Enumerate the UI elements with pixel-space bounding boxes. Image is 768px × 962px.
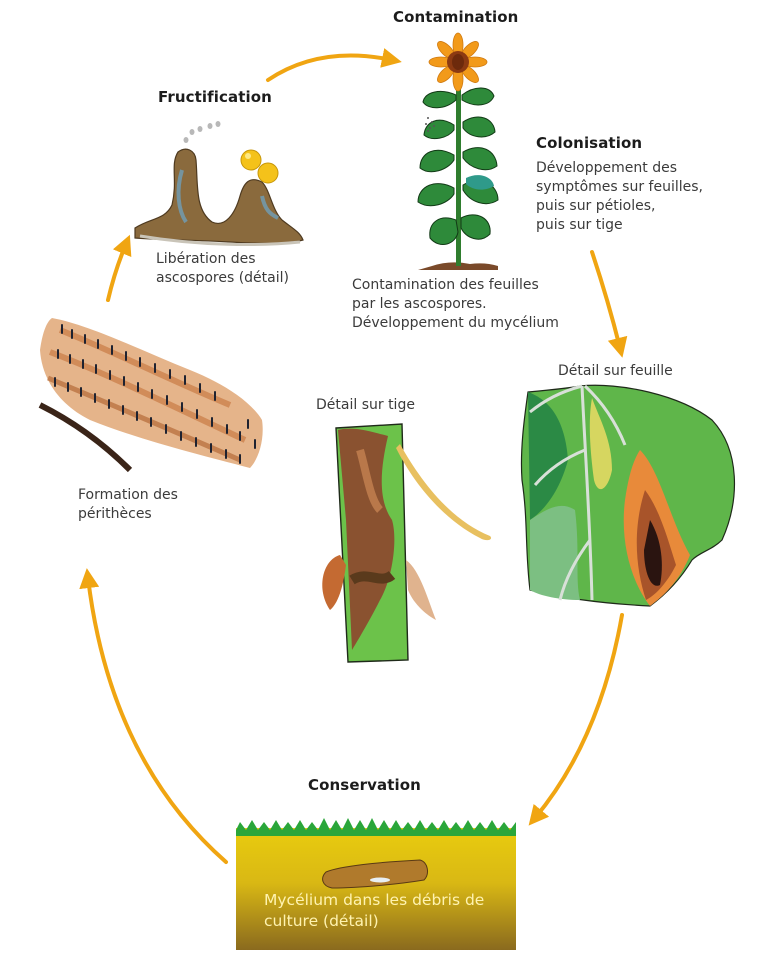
caption-line: Mycélium dans les débris de bbox=[264, 891, 485, 909]
caption-line: périthèces bbox=[78, 506, 152, 522]
caption-line: Développement des bbox=[536, 160, 677, 176]
arrow-leaf-to-conservation bbox=[528, 613, 624, 826]
fructification-illustration bbox=[134, 121, 304, 246]
caption-line: puis sur tige bbox=[536, 217, 623, 233]
leaf-illustration bbox=[520, 384, 736, 607]
perithecia-caption: Formation des périthèces bbox=[78, 486, 178, 524]
caption-line: Libération des bbox=[156, 251, 256, 267]
stem-detail-caption: Détail sur tige bbox=[316, 397, 415, 413]
sunflower-illustration bbox=[417, 32, 499, 270]
caption-line: ascospores (détail) bbox=[156, 270, 289, 286]
fructification-title: Fructification bbox=[158, 88, 272, 106]
cycle-arrows bbox=[79, 48, 628, 864]
stem-illustration bbox=[322, 423, 492, 663]
caption-line: Contamination des feuilles bbox=[352, 277, 539, 293]
contamination-caption: Contamination des feuilles par les ascos… bbox=[352, 276, 559, 333]
colonisation-caption: Développement des symptômes sur feuilles… bbox=[536, 159, 703, 235]
soil-illustration bbox=[236, 818, 516, 950]
leaf-detail-caption: Détail sur feuille bbox=[558, 363, 673, 379]
caption-line: Formation des bbox=[78, 487, 178, 503]
arrow-conservation-to-perithecia bbox=[79, 568, 228, 864]
arrow-colonisation-to-leaf bbox=[590, 250, 628, 358]
fructification-caption: Libération des ascospores (détail) bbox=[156, 250, 289, 288]
caption-line: par les ascospores. bbox=[352, 296, 487, 312]
caption-line: puis sur pétioles, bbox=[536, 198, 656, 214]
conservation-caption: Mycélium dans les débris de culture (dét… bbox=[264, 890, 484, 932]
caption-line: culture (détail) bbox=[264, 912, 379, 930]
contamination-title: Contamination bbox=[393, 8, 519, 26]
colonisation-title: Colonisation bbox=[536, 134, 643, 152]
arrow-fructification-to-contamination bbox=[266, 48, 402, 82]
perithecia-illustration bbox=[38, 318, 263, 473]
caption-line: Développement du mycélium bbox=[352, 315, 559, 331]
caption-line: symptômes sur feuilles, bbox=[536, 179, 703, 195]
arrow-perithecia-to-fructification bbox=[106, 234, 132, 302]
conservation-title: Conservation bbox=[308, 776, 421, 794]
